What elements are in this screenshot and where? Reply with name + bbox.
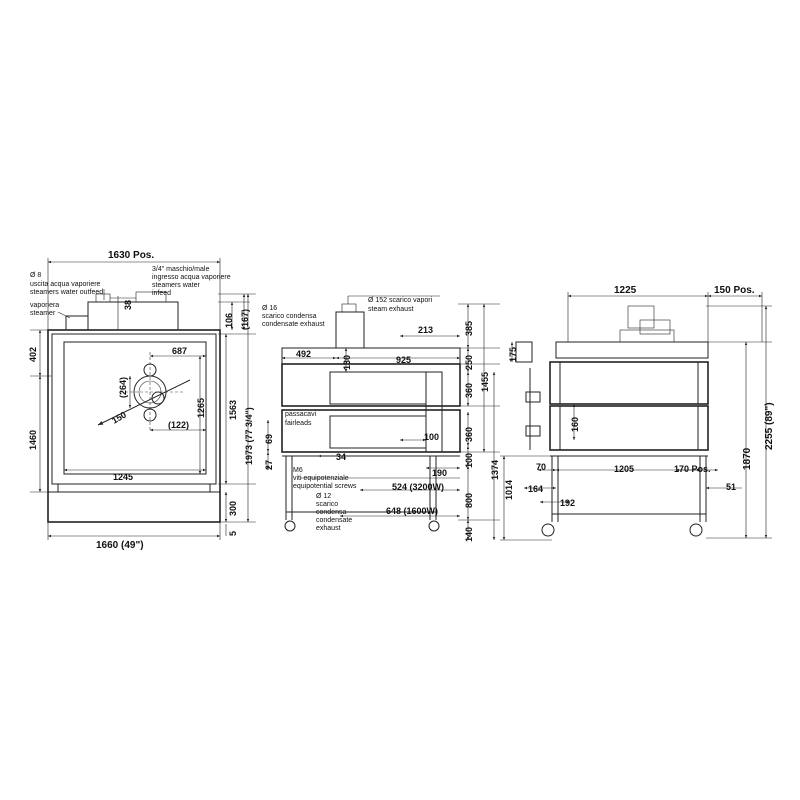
dim-38: 38 <box>123 300 133 310</box>
dim-192: 192 <box>560 498 575 508</box>
dim-925: 925 <box>396 355 411 365</box>
label-fairleads-2: fairleads <box>285 420 312 427</box>
dim-140: 140 <box>464 527 474 542</box>
dim-1374: 1374 <box>490 460 500 480</box>
dim-402: 402 <box>28 347 38 362</box>
label-water-outfeed-1: Ø 8 <box>30 272 41 279</box>
dim-1563: 1563 <box>228 400 238 420</box>
dim-264: (264) <box>118 377 128 398</box>
label-water-infeed-4: infeed <box>152 290 171 297</box>
label-water-infeed-3: steamers water <box>152 282 201 289</box>
dim-360b: 360 <box>464 427 474 442</box>
label-condensate2-3: condensa <box>316 509 346 516</box>
label-screws-1: M6 <box>293 467 303 474</box>
dim-1265: 1265 <box>196 398 206 418</box>
dim-150pos: 150 Pos. <box>714 285 755 296</box>
label-condensate2-2: scarico <box>316 501 338 508</box>
front-view: 1630 Pos. 38 Ø 8 uscita acqua vaporiere … <box>28 250 256 551</box>
dim-2255: 2255 (89") <box>764 402 775 450</box>
dim-1870: 1870 <box>742 447 753 470</box>
dim-1205: 1205 <box>614 464 634 474</box>
dim-100a: 100 <box>424 432 439 442</box>
dim-385: 385 <box>464 321 474 336</box>
back-view: 1225 150 Pos. 175 160 2255 (89") 1870 70… <box>500 285 775 541</box>
dim-122: (122) <box>168 420 189 430</box>
dim-1225: 1225 <box>614 285 637 296</box>
label-condensate2-5: exhaust <box>316 525 341 532</box>
dim-524: 524 (3200W) <box>392 482 444 492</box>
dim-1660: 1660 (49") <box>96 540 144 551</box>
dim-213: 213 <box>418 325 433 335</box>
label-water-infeed-2: ingresso acqua vaporiere <box>152 274 231 281</box>
dim-5: 5 <box>228 531 238 536</box>
dim-492: 492 <box>296 349 311 359</box>
label-steam-2: steam exhaust <box>368 306 414 313</box>
label-condensate-1: Ø 16 <box>262 305 277 312</box>
dim-170pos: 170 Pos. <box>674 464 711 474</box>
dim-300: 300 <box>228 501 238 516</box>
dim-100b: 100 <box>464 453 474 468</box>
label-steamer-2: steamer <box>30 310 56 317</box>
dim-130: 130 <box>342 355 352 370</box>
label-condensate-3: condensate exhaust <box>262 321 325 328</box>
dim-1973: 1973 (77 3/4") <box>244 407 254 465</box>
label-water-outfeed-3: steamers water outfeed <box>30 289 103 296</box>
dim-800: 800 <box>464 493 474 508</box>
dim-687: 687 <box>172 346 187 356</box>
label-steam-1: Ø 152 scarico vapori <box>368 297 433 304</box>
dim-69: 69 <box>264 434 274 444</box>
dim-1245: 1245 <box>113 472 133 482</box>
label-water-outfeed-2: uscita acqua vaporiere <box>30 281 101 288</box>
dim-175: 175 <box>508 347 518 362</box>
dim-167: (167) <box>240 309 250 330</box>
dim-164: 164 <box>528 484 543 494</box>
label-fairleads-1: passacavi <box>285 411 317 418</box>
dim-27: 27 <box>264 460 274 470</box>
dim-190: 190 <box>432 468 447 478</box>
dim-1014: 1014 <box>504 480 514 500</box>
dim-34: 34 <box>336 452 346 462</box>
dim-51: 51 <box>726 482 736 492</box>
dim-360a: 360 <box>464 383 474 398</box>
dim-1460: 1460 <box>28 430 38 450</box>
label-steamer-1: vaporiera <box>30 302 59 309</box>
dim-1630: 1630 Pos. <box>108 250 154 261</box>
dim-250: 250 <box>464 355 474 370</box>
label-condensate-2: scarico condensa <box>262 313 317 320</box>
label-condensate2-4: condensate <box>316 517 352 524</box>
dim-160: 160 <box>570 417 580 432</box>
dim-106: 106 <box>224 313 234 328</box>
side-view: Ø 16 scarico condensa condensate exhaust… <box>262 295 500 542</box>
label-condensate2-1: Ø 12 <box>316 493 331 500</box>
dim-70: 70 <box>536 462 546 472</box>
dim-648: 648 (1600W) <box>386 506 438 516</box>
label-water-infeed-1: 3/4" maschio/male <box>152 266 209 273</box>
label-screws-2: viti equipotenziale <box>293 475 349 482</box>
dim-1455: 1455 <box>480 372 490 392</box>
label-screws-3: equipotential screws <box>293 483 357 490</box>
